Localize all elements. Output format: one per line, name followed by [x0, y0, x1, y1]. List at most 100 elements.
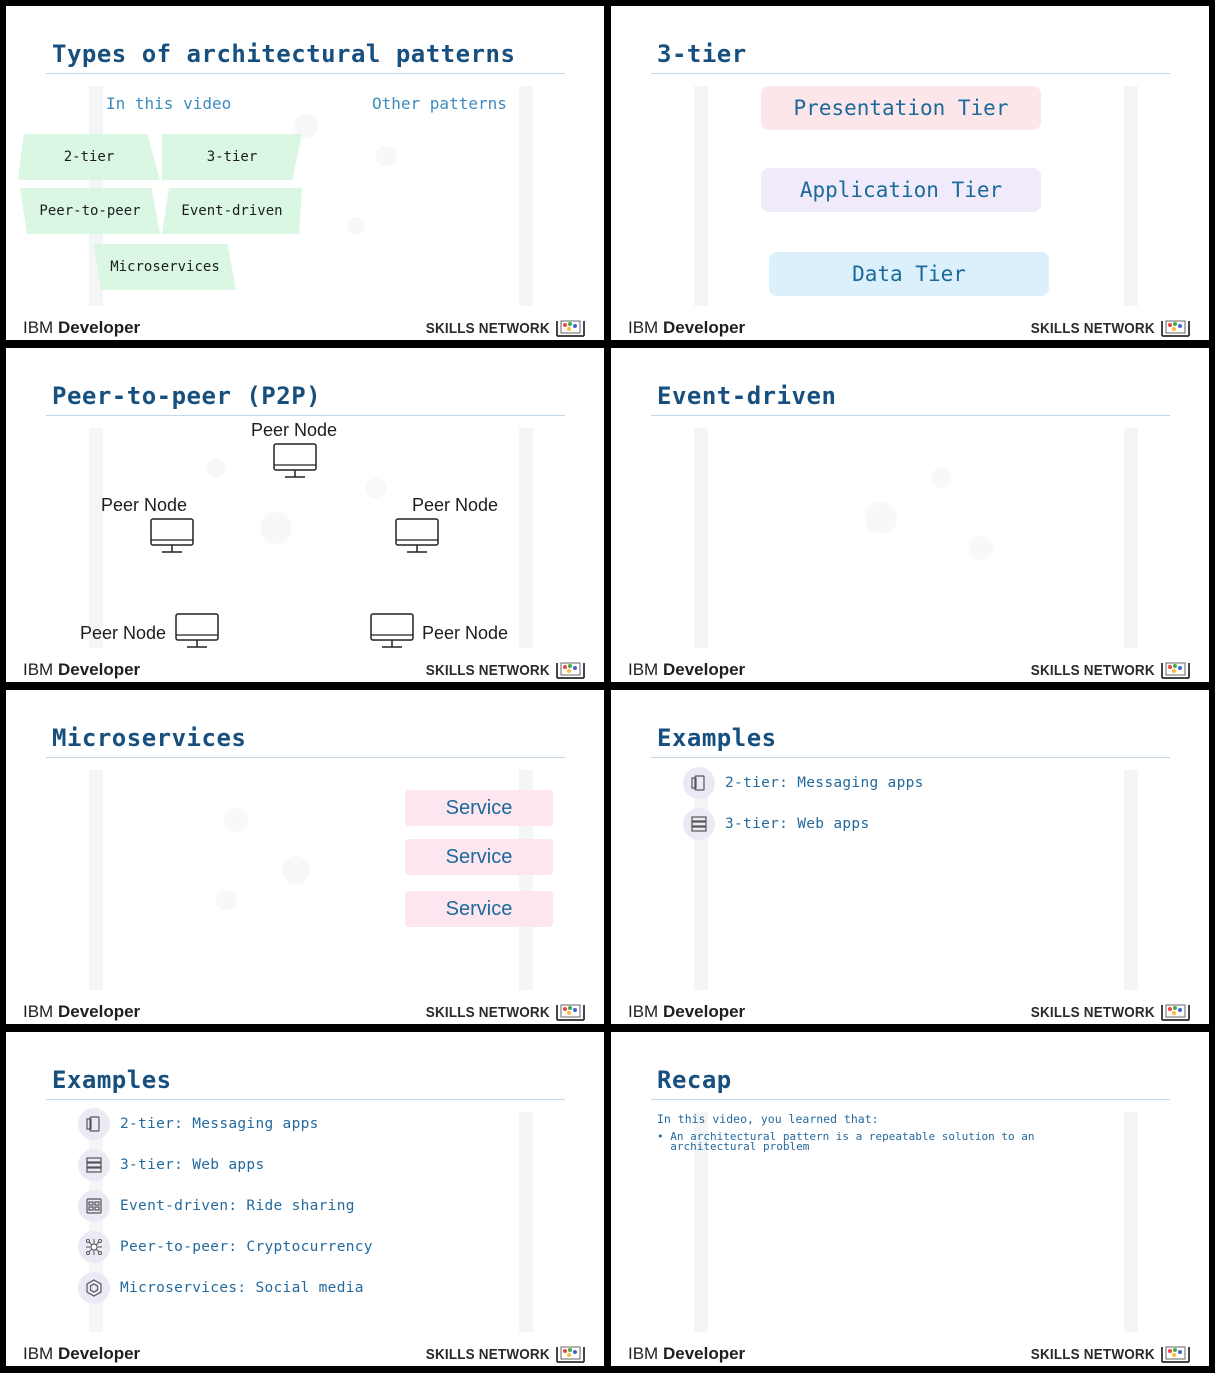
- ibm-developer-logo: IBM Developer: [23, 1344, 141, 1363]
- ibm-developer-logo: IBM Developer: [628, 660, 746, 679]
- skills-network-label: SKILLS NETWORK: [425, 1346, 550, 1363]
- skills-network-icon: [556, 1346, 585, 1363]
- service-box: Service: [405, 790, 553, 826]
- title-divider: [46, 73, 565, 74]
- slide-peer-to-peer: Peer-to-peer (P2P) Peer Node Peer Node P…: [6, 348, 604, 682]
- recap-bullet-line-1: • An architectural pattern is a repeatab…: [657, 1130, 1035, 1143]
- background-watermark: [694, 86, 1138, 306]
- monitor-icon: [175, 613, 219, 648]
- monitor-icon: [273, 443, 317, 478]
- pattern-event-driven: Event-driven: [162, 188, 302, 234]
- slide-3-tier: 3-tier Presentation Tier Application Tie…: [611, 6, 1209, 340]
- background-watermark: [89, 428, 533, 648]
- slide-title: Microservices: [52, 724, 247, 752]
- example-item: Peer-to-peer: Cryptocurrency: [78, 1230, 373, 1264]
- phone-icon: [78, 1108, 110, 1140]
- heading-in-this-video: In this video: [106, 94, 232, 113]
- example-item: 3-tier: Web apps: [683, 807, 869, 841]
- service-box: Service: [405, 839, 553, 875]
- slide-event-driven: Event-driven IBM Developer SKILLS NETWOR…: [611, 348, 1209, 682]
- data-tier: Data Tier: [769, 252, 1049, 296]
- slide-title: Examples: [657, 724, 777, 752]
- heading-other-patterns: Other patterns: [372, 94, 507, 113]
- slide-title: Examples: [52, 1066, 172, 1094]
- service-box: Service: [405, 891, 553, 927]
- slide-examples-full: Examples 2-tier: Messaging apps 3-tier: …: [6, 1032, 604, 1366]
- ibm-developer-logo: IBM Developer: [628, 1002, 746, 1021]
- slide-examples-partial: Examples 2-tier: Messaging apps 3-tier: …: [611, 690, 1209, 1024]
- background-watermark: [89, 770, 533, 990]
- slide-title: Peer-to-peer (P2P): [52, 382, 322, 410]
- example-item: Microservices: Social media: [78, 1271, 364, 1305]
- title-divider: [651, 757, 1170, 758]
- example-item: 2-tier: Messaging apps: [683, 766, 924, 800]
- title-divider: [651, 415, 1170, 416]
- skills-network-icon: [556, 320, 585, 337]
- skills-network-icon: [556, 1004, 585, 1021]
- phone-icon: [683, 767, 715, 799]
- recap-bullet-line-2: architectural problem: [657, 1140, 810, 1153]
- monitor-icon: [370, 613, 414, 648]
- background-watermark: [694, 428, 1138, 648]
- skills-network-icon: [1161, 1004, 1190, 1021]
- example-text: Event-driven: Ride sharing: [120, 1198, 355, 1214]
- skills-network-label: SKILLS NETWORK: [425, 662, 550, 679]
- example-text: 2-tier: Messaging apps: [120, 1116, 319, 1132]
- skills-network-label: SKILLS NETWORK: [425, 1004, 550, 1021]
- peer-node-label-bottom-right: Peer Node: [422, 623, 509, 643]
- pattern-3-tier: 3-tier: [162, 134, 302, 180]
- peer-node-label-bottom-left: Peer Node: [80, 623, 167, 643]
- title-divider: [651, 1099, 1170, 1100]
- title-divider: [46, 415, 565, 416]
- skills-network-label: SKILLS NETWORK: [1030, 1004, 1155, 1021]
- slide-title: Types of architectural patterns: [52, 40, 516, 68]
- ibm-developer-logo: IBM Developer: [23, 1002, 141, 1021]
- background-watermark: [694, 770, 1138, 990]
- hexagon-icon: [78, 1272, 110, 1304]
- title-divider: [46, 1099, 565, 1100]
- example-item: 3-tier: Web apps: [78, 1148, 264, 1182]
- example-text: Microservices: Social media: [120, 1280, 364, 1296]
- pattern-microservices: Microservices: [94, 244, 236, 290]
- example-text: Peer-to-peer: Cryptocurrency: [120, 1239, 373, 1255]
- title-divider: [46, 757, 565, 758]
- example-item: 2-tier: Messaging apps: [78, 1107, 319, 1141]
- ibm-developer-logo: IBM Developer: [23, 318, 141, 337]
- example-text: 2-tier: Messaging apps: [725, 775, 924, 791]
- ibm-developer-logo: IBM Developer: [23, 660, 141, 679]
- peer-node-label-left: Peer Node: [101, 495, 188, 515]
- skills-network-label: SKILLS NETWORK: [425, 320, 550, 337]
- skills-network-icon: [1161, 662, 1190, 679]
- presentation-tier: Presentation Tier: [761, 86, 1041, 130]
- slide-types-of-patterns: Types of architectural patterns In this …: [6, 6, 604, 340]
- network-icon: [78, 1231, 110, 1263]
- monitor-icon: [395, 518, 439, 553]
- example-item: Event-driven: Ride sharing: [78, 1189, 355, 1223]
- peer-node-label-right: Peer Node: [412, 495, 499, 515]
- example-text: 3-tier: Web apps: [120, 1157, 265, 1173]
- layers-icon: [683, 808, 715, 840]
- peer-node-label-top: Peer Node: [251, 420, 338, 440]
- pattern-2-tier: 2-tier: [18, 134, 160, 180]
- layers-icon: [78, 1149, 110, 1181]
- background-watermark: [694, 1112, 1138, 1332]
- application-tier: Application Tier: [761, 168, 1041, 212]
- monitor-icon: [150, 518, 194, 553]
- pattern-peer-to-peer: Peer-to-peer: [20, 188, 160, 234]
- example-text: 3-tier: Web apps: [725, 816, 870, 832]
- slide-title: Event-driven: [657, 382, 837, 410]
- skills-network-label: SKILLS NETWORK: [1030, 320, 1155, 337]
- dashboard-icon: [78, 1190, 110, 1222]
- slide-title: Recap: [657, 1066, 732, 1094]
- slide-title: 3-tier: [657, 40, 747, 68]
- ibm-developer-logo: IBM Developer: [628, 1344, 746, 1363]
- skills-network-label: SKILLS NETWORK: [1030, 662, 1155, 679]
- skills-network-label: SKILLS NETWORK: [1030, 1346, 1155, 1363]
- title-divider: [651, 73, 1170, 74]
- slide-recap: Recap In this video, you learned that: •…: [611, 1032, 1209, 1366]
- recap-intro: In this video, you learned that:: [657, 1112, 879, 1126]
- ibm-developer-logo: IBM Developer: [628, 318, 746, 337]
- skills-network-icon: [556, 662, 585, 679]
- slide-microservices: Microservices Service Service Service IB…: [6, 690, 604, 1024]
- skills-network-icon: [1161, 1346, 1190, 1363]
